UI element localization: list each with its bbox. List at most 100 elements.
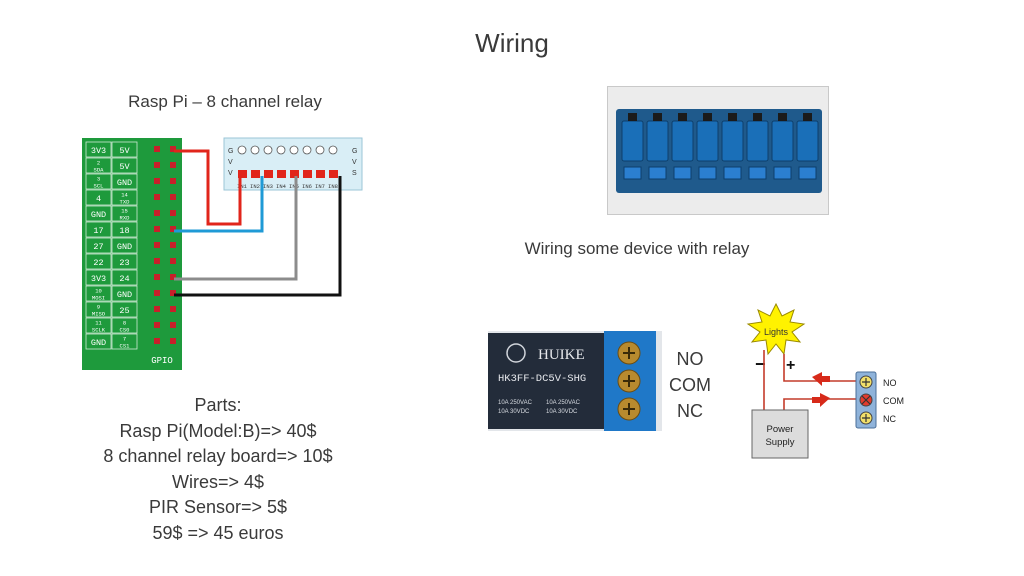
relay-left-label: V xyxy=(228,170,233,177)
gray-signal-wire xyxy=(174,176,298,281)
gpio-pin-label: 11 xyxy=(95,320,102,327)
power-supply-label-1: Power xyxy=(767,424,794,435)
relay-input-pin xyxy=(316,170,325,178)
gpio-pin-cell xyxy=(85,317,112,334)
red-power-wire xyxy=(174,149,242,226)
gpio-pin-cell xyxy=(111,253,138,270)
relay-module-chip xyxy=(678,113,687,121)
gpio-pin-cell xyxy=(85,141,112,158)
relay-module-terminal xyxy=(648,166,667,180)
gpio-footer-label: GPIO xyxy=(151,356,173,366)
gpio-pin-label: 15 xyxy=(121,208,128,215)
gpio-pin-label: 5V xyxy=(119,146,130,156)
terminal-label-no: NO xyxy=(676,349,704,369)
plus-sign: + xyxy=(786,357,795,374)
gpio-pin-label: MOSI xyxy=(92,295,105,302)
relay-input-pin xyxy=(303,170,312,178)
parts-heading: Parts: xyxy=(194,395,242,415)
gpio-pin-label: RXD xyxy=(120,215,131,222)
black-ground-wire xyxy=(174,176,342,297)
gpio-header-pin xyxy=(170,306,176,312)
gpio-pin-label: GND xyxy=(91,210,106,220)
relay-terminal-labels: NO COM NC xyxy=(660,346,720,424)
relay-module-terminal xyxy=(773,166,792,180)
gpio-pin-label: MISO xyxy=(92,311,106,318)
gpio-pin-cell xyxy=(111,189,138,206)
gpio-header-pin xyxy=(154,306,160,312)
gpio-pin-label: 18 xyxy=(119,226,129,236)
parts-item: Rasp Pi(Model:B)=> 40$ xyxy=(119,420,317,441)
single-relay-photo: HUIKE HK3FF-DC5V-SHG 10A 250VAC 10A 30VD… xyxy=(488,331,662,431)
gpio-pin-label: 27 xyxy=(93,242,103,252)
relay-module xyxy=(771,120,794,162)
relay-rating-right-2: 10A 30VDC xyxy=(546,409,578,415)
minus-sign: − xyxy=(755,354,766,374)
relay-module xyxy=(696,120,719,162)
gpio-pin-label: TXD xyxy=(120,199,131,206)
gpio-pin-label: SDA xyxy=(94,167,105,174)
terminal-screw-marks xyxy=(862,378,870,422)
current-arrow-right-icon xyxy=(812,393,830,407)
terminal-no-label: NO xyxy=(883,378,897,388)
relay-jumper-pin xyxy=(237,145,247,155)
gpio-pin-cell xyxy=(111,141,138,158)
gpio-header-pin xyxy=(170,338,176,344)
gpio-pin-cell xyxy=(85,285,112,302)
gpio-pin-cell xyxy=(85,173,112,190)
terminal-label-nc: NC xyxy=(677,401,703,421)
parts-item: PIR Sensor=> 5$ xyxy=(148,497,288,517)
gpio-pin-cell xyxy=(111,237,138,254)
gpio-pin-cell xyxy=(111,157,138,174)
relay-input-pin-label: IN1 xyxy=(237,183,248,190)
gpio-pin-cell xyxy=(111,221,138,238)
blue-signal-wire xyxy=(174,176,264,233)
gpio-header-pin xyxy=(170,146,176,152)
gpio-pin-cell xyxy=(85,301,112,318)
gpio-header-pin xyxy=(170,210,176,216)
gpio-pin-label: 3V3 xyxy=(91,146,106,156)
relay-module-chip xyxy=(628,113,637,121)
relay-input-pin-label: IN4 xyxy=(276,183,287,190)
gpio-pin-label: 4 xyxy=(96,194,101,204)
relay-input-pin-label: IN3 xyxy=(263,183,273,190)
gpio-pin-cell xyxy=(111,173,138,190)
gpio-pin-label: 7 xyxy=(123,336,126,343)
gpio-header-pin xyxy=(154,290,160,296)
gpio-pin-cell xyxy=(85,157,112,174)
device-relay-caption: Wiring some device with relay xyxy=(524,239,750,258)
gpio-header-pin xyxy=(154,210,160,216)
relay-module xyxy=(646,120,669,162)
gpio-pin-label: 25 xyxy=(119,306,129,316)
relay-input-pin-label: IN7 xyxy=(315,183,325,190)
gpio-header-pin xyxy=(154,258,160,264)
relay-modules xyxy=(621,113,819,180)
gpio-header-pin xyxy=(154,178,160,184)
relay-module-chip xyxy=(803,113,812,121)
relay-right-label: S xyxy=(352,170,357,177)
gpio-pin-label: 5V xyxy=(119,162,130,172)
gpio-pin-label: 3V3 xyxy=(91,274,106,284)
gpio-pin-label: SCLK xyxy=(92,327,106,334)
terminal-com-label: COM xyxy=(883,396,904,406)
gpio-header-pin xyxy=(170,178,176,184)
relay-module-terminal xyxy=(623,166,642,180)
gpio-pin-label: SCL xyxy=(94,183,104,190)
gpio-pin-label: 3 xyxy=(97,176,100,183)
gpio-pin-cell xyxy=(111,301,138,318)
gpio-header-pin xyxy=(170,226,176,232)
relay-logo-icon xyxy=(506,343,526,363)
relay-input-pin xyxy=(277,170,286,178)
parts-item: 59$ => 45 euros xyxy=(152,522,284,543)
relay-module-terminal xyxy=(798,166,817,180)
current-arrow-left-icon xyxy=(812,372,830,386)
gpio-header-pin xyxy=(170,322,176,328)
gpio-pin-label: 22 xyxy=(93,258,103,268)
relay-module-chip xyxy=(753,113,762,121)
gpio-pin-label: 8 xyxy=(123,320,126,327)
relay-module-chip xyxy=(778,113,787,121)
jumper-wires xyxy=(174,149,342,297)
relay-module-chip xyxy=(703,113,712,121)
relay-board-svg xyxy=(616,109,822,193)
relay-rating-right-1: 10A 250VAC xyxy=(546,400,581,406)
